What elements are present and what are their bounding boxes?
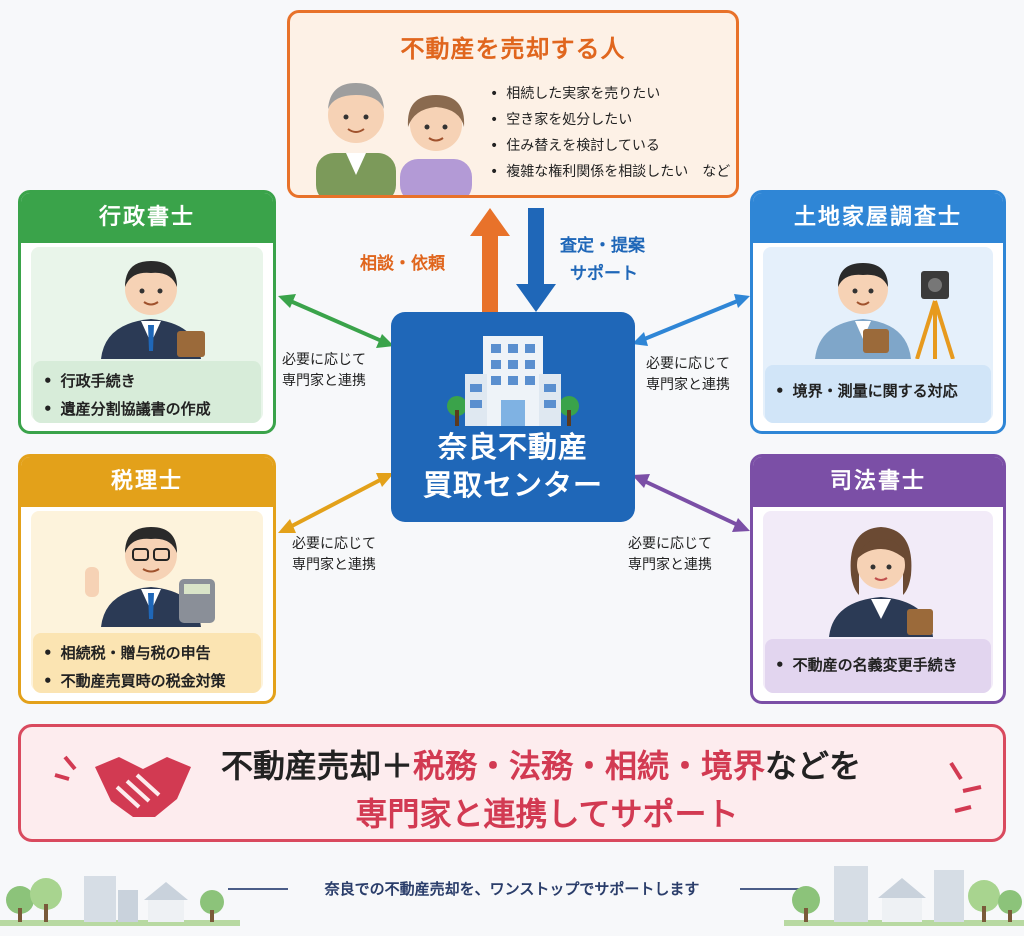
businessman-illustration [101, 261, 205, 359]
expert-title-tochi: 土地家屋調査士 [753, 193, 1003, 243]
center-name: 奈良不動産 買取センター [391, 428, 635, 504]
cooperation-note-zeirishi: 必要に応じて 専門家と連携 [292, 536, 376, 573]
list-item: 空き家を処分したい [490, 107, 730, 133]
link-arrow-gyosei [278, 294, 394, 348]
cooperation-note-gyosei: 必要に応じて 専門家と連携 [282, 352, 366, 389]
footer-rule-right [740, 888, 800, 890]
center-name-line1: 奈良不動産 [437, 430, 588, 464]
expert-title-gyosei: 行政書士 [21, 193, 273, 243]
expert-list-gyosei: 行政手続き 遺産分割協議書の作成 [33, 361, 261, 423]
cooperation-note-shiho: 必要に応じて 専門家と連携 [628, 536, 712, 573]
town-illustration-left [0, 876, 240, 926]
request-label: 相談・依頼 [360, 254, 445, 274]
businesswoman-illustration [829, 527, 933, 637]
town-illustration-right [784, 866, 1024, 926]
list-item: 行政手続き [43, 367, 251, 395]
list-item: 境界・測量に関する対応 [775, 371, 981, 411]
expert-card-zeirishi: 税理士 相続税・贈与税の申告 不動産売買時の税金対策 [18, 454, 276, 704]
banner-line2: 専門家と連携してサポート [355, 795, 739, 833]
cooperation-note-tochi: 必要に応じて 専門家と連携 [646, 356, 730, 393]
link-arrow-shiho [632, 474, 750, 532]
link-arrow-zeirishi [278, 473, 394, 533]
seller-needs-list: 相続した実家を売りたい 空き家を処分したい 住み替えを検討している 複雑な権利関… [490, 81, 730, 185]
seller-title: 不動産を売却する人 [400, 35, 626, 63]
summary-banner: 不動産売却＋税務・法務・相続・境界などを 専門家と連携してサポート [18, 724, 1006, 842]
list-item: 遺産分割協議書の作成 [43, 395, 251, 423]
buyback-center-box: 奈良不動産 買取センター [391, 312, 635, 522]
building-icon [447, 336, 579, 426]
expert-title-shiho: 司法書士 [753, 457, 1003, 507]
center-name-line2: 買取センター [422, 468, 603, 502]
list-item: 住み替えを検討している [490, 133, 730, 159]
expert-list-zeirishi: 相続税・贈与税の申告 不動産売買時の税金対策 [33, 633, 261, 693]
expert-list-shiho: 不動産の名義変更手続き [765, 639, 991, 693]
expert-card-gyosei: 行政書士 行政手続き 遺産分割協議書の作成 [18, 190, 276, 434]
list-item: 不動産の名義変更手続き [775, 645, 981, 685]
link-arrow-tochi [632, 294, 750, 346]
list-item: 不動産売買時の税金対策 [43, 667, 251, 695]
list-item: 複雑な権利関係を相談したい など [490, 159, 730, 185]
list-item: 相続税・贈与税の申告 [43, 639, 251, 667]
tax-accountant-illustration [85, 527, 215, 627]
surveyor-illustration [815, 263, 955, 359]
handshake-icon [54, 755, 191, 817]
request-arrow-up [470, 208, 510, 312]
expert-title-zeirishi: 税理士 [21, 457, 273, 507]
list-item: 相続した実家を売りたい [490, 81, 730, 107]
proposal-arrow-down [516, 208, 556, 312]
proposal-label-1: 査定・提案 [560, 236, 645, 256]
seller-card: 不動産を売却する人 相続した実家を売りたい 空き家を処分したい 住み替えを検討し… [287, 10, 739, 198]
footer-tagline: 奈良での不動産売却を、ワンストップでサポートします [324, 880, 700, 898]
banner-line1: 不動産売却＋税務・法務・相続・境界などを [221, 747, 862, 785]
expert-card-tochi: 土地家屋調査士 境界・測量に関する対応 [750, 190, 1006, 434]
accent-lines-icon [949, 761, 982, 813]
expert-list-tochi: 境界・測量に関する対応 [765, 365, 991, 423]
expert-card-shiho: 司法書士 不動産の名義変更手続き [750, 454, 1006, 704]
proposal-label-2: サポート [570, 264, 638, 284]
senior-couple-illustration [316, 83, 472, 195]
footer-rule-left [228, 888, 288, 890]
